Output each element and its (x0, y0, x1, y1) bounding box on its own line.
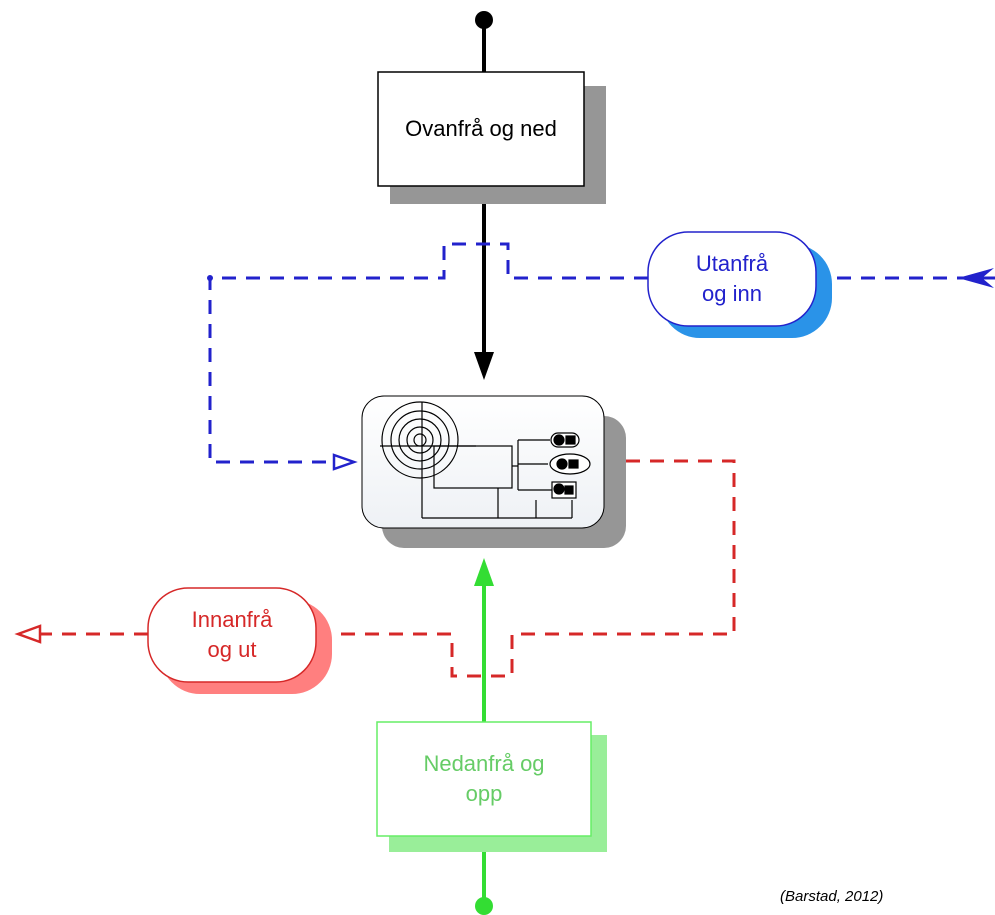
top-down-label: Ovanfrå og ned (405, 116, 557, 141)
outside-in-arrowhead (332, 453, 358, 471)
outside-in-entry-arrowhead (958, 268, 994, 288)
inside-out-label: Innanfrå og ut (191, 607, 273, 662)
inside-out-exit-arrowhead (14, 624, 42, 644)
top-down-arrowhead (474, 352, 494, 380)
top-box (377, 71, 585, 187)
top-down-path (474, 11, 494, 380)
node-icons (549, 432, 591, 499)
bottom-start-dot (475, 897, 493, 915)
bottom-box (376, 721, 592, 837)
organization-icon (380, 401, 573, 519)
inside-out-path (40, 459, 736, 678)
top-start-dot (475, 11, 493, 29)
outside-in-corner-dot (207, 275, 213, 281)
bottom-up-label: Nedanfrå og opp (423, 751, 545, 806)
inside-pill (147, 587, 317, 683)
outside-in-label: Utanfrå og inn (695, 251, 769, 306)
outside-pill (647, 231, 817, 327)
citation: (Barstad, 2012) (780, 888, 884, 905)
bottom-up-path (474, 558, 494, 915)
bottom-up-arrowhead (474, 558, 494, 586)
